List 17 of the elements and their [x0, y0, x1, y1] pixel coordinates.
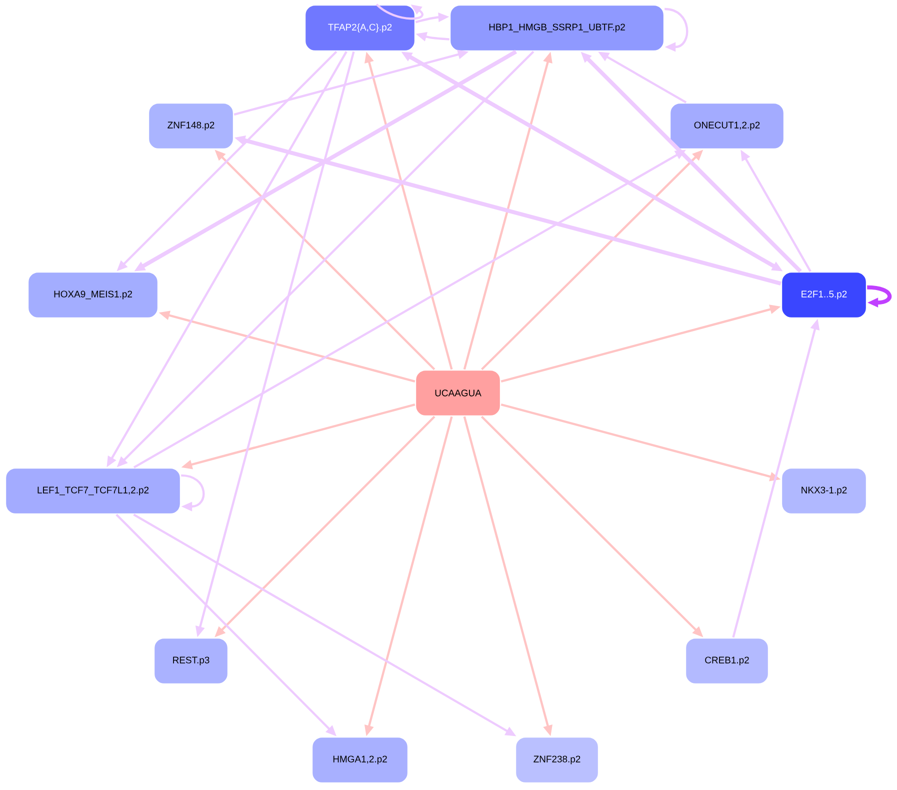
gene-box: TFAP2{A,C}.p2 [304, 4, 416, 52]
arrow [376, 4, 424, 20]
gene-box: CREB1.p2 [684, 637, 770, 685]
gene-box: REST.p3 [153, 637, 229, 685]
gene-box: NKX3-1.p2 [780, 467, 868, 515]
gene-box: UCAAGUA [414, 369, 502, 417]
gene-box: ZNF238.p2 [514, 736, 600, 784]
gene-box: ONECUT1,2.p2 [669, 102, 785, 150]
gene-box: LEF1_TCF7_TCF7L1,2.p2 [4, 467, 182, 515]
gene-box: E2F1..5.p2 [780, 271, 868, 319]
arrow [664, 8, 688, 52]
gene-box: HOXA9_MEIS1.p2 [27, 271, 159, 319]
gene-box: ZNF148.p2 [148, 102, 234, 150]
arrow [867, 285, 892, 308]
arrow [181, 474, 205, 512]
gene-box: HMGA1,2.p2 [311, 736, 409, 784]
gene-box: HBP1_HMGB_SSRP1_UBTF.p2 [449, 4, 665, 52]
